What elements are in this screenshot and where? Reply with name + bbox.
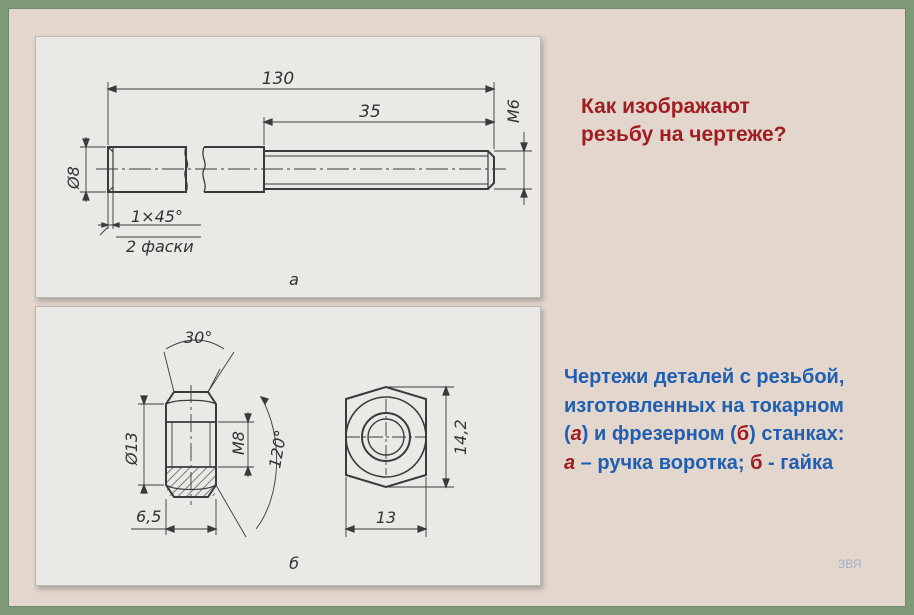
dim-d13-label: Ø13 (122, 432, 141, 466)
author-signature: ЗВЯ (838, 557, 862, 571)
question-title: Как изображают резьбу на чертеже? (581, 93, 881, 149)
angle-30 (163, 339, 235, 393)
dim-35-label: 35 (359, 102, 381, 122)
question-title-line-2: резьбу на чертеже? (581, 123, 787, 146)
drawing-panel-b: 30° 120° М8 Ø13 6,5 13 14,2 б (35, 306, 541, 586)
dim-6-5-label: 6,5 (136, 507, 161, 526)
chamfer-leader (98, 193, 201, 238)
angle-120-label: 120° (265, 428, 290, 469)
caption: Чертежи деталей с резьбой, изготовленных… (564, 363, 904, 477)
dim-14-2-label: 14,2 (451, 419, 470, 455)
caption-line-1: Чертежи деталей с резьбой, (564, 366, 845, 388)
dim-m6 (494, 132, 532, 205)
dim-6-5 (131, 499, 218, 535)
caption-line-3-end: ) станках: (749, 423, 845, 445)
caption-line-3: (а) и фрезерном (б) станках: (564, 420, 904, 449)
dim-m8 (218, 412, 254, 477)
caption-item-b-marker: б (750, 451, 763, 474)
chamfer-note: 2 фаски (126, 237, 194, 256)
dim-130-label: 130 (262, 69, 294, 89)
drawing-panel-a: 130 35 М6 Ø8 1×45° 2 фаски а (35, 36, 541, 298)
caption-line-2: изготовленных на токарном (564, 394, 844, 417)
drawing-a-svg: 130 35 М6 Ø8 1×45° 2 фаски а (64, 69, 532, 289)
dim-13-label: 13 (376, 508, 396, 527)
dim-14-2 (388, 385, 454, 489)
question-title-line-1: Как изображают (581, 95, 750, 118)
angle-120 (215, 396, 278, 538)
caption-line-4: а – ручка воротка; б - гайка (564, 449, 904, 478)
angle-30-label: 30° (184, 328, 212, 347)
caption-item-b-text: - гайка (762, 451, 834, 474)
drawing-a-label: а (289, 270, 299, 289)
rod-left (107, 146, 189, 193)
nut-side-view (165, 391, 217, 498)
rod-right (202, 146, 495, 193)
caption-line-3-mid: ) и фрезерном ( (581, 423, 737, 445)
dim-d8 (80, 137, 106, 202)
drawing-b-label: б (289, 554, 299, 573)
dim-d8-label: Ø8 (64, 166, 83, 190)
dim-d13 (138, 395, 164, 494)
dim-13 (344, 477, 428, 537)
dim-m6-label: М6 (504, 99, 523, 123)
caption-item-a-text: – ручка воротка; (575, 451, 751, 474)
caption-item-a-marker: а (564, 451, 576, 474)
slide: 130 35 М6 Ø8 1×45° 2 фаски а (8, 8, 906, 607)
chamfer-label: 1×45° (131, 207, 183, 226)
dim-35 (262, 117, 496, 145)
caption-paren-open: ( (564, 423, 571, 445)
nut-top-view (345, 385, 427, 489)
dim-130 (106, 82, 496, 149)
drawing-b-svg: 30° 120° М8 Ø13 6,5 13 14,2 б (122, 328, 470, 573)
dim-m8-label: М8 (229, 431, 248, 455)
caption-marker-b: б (736, 423, 750, 445)
caption-marker-a: а (570, 423, 582, 445)
